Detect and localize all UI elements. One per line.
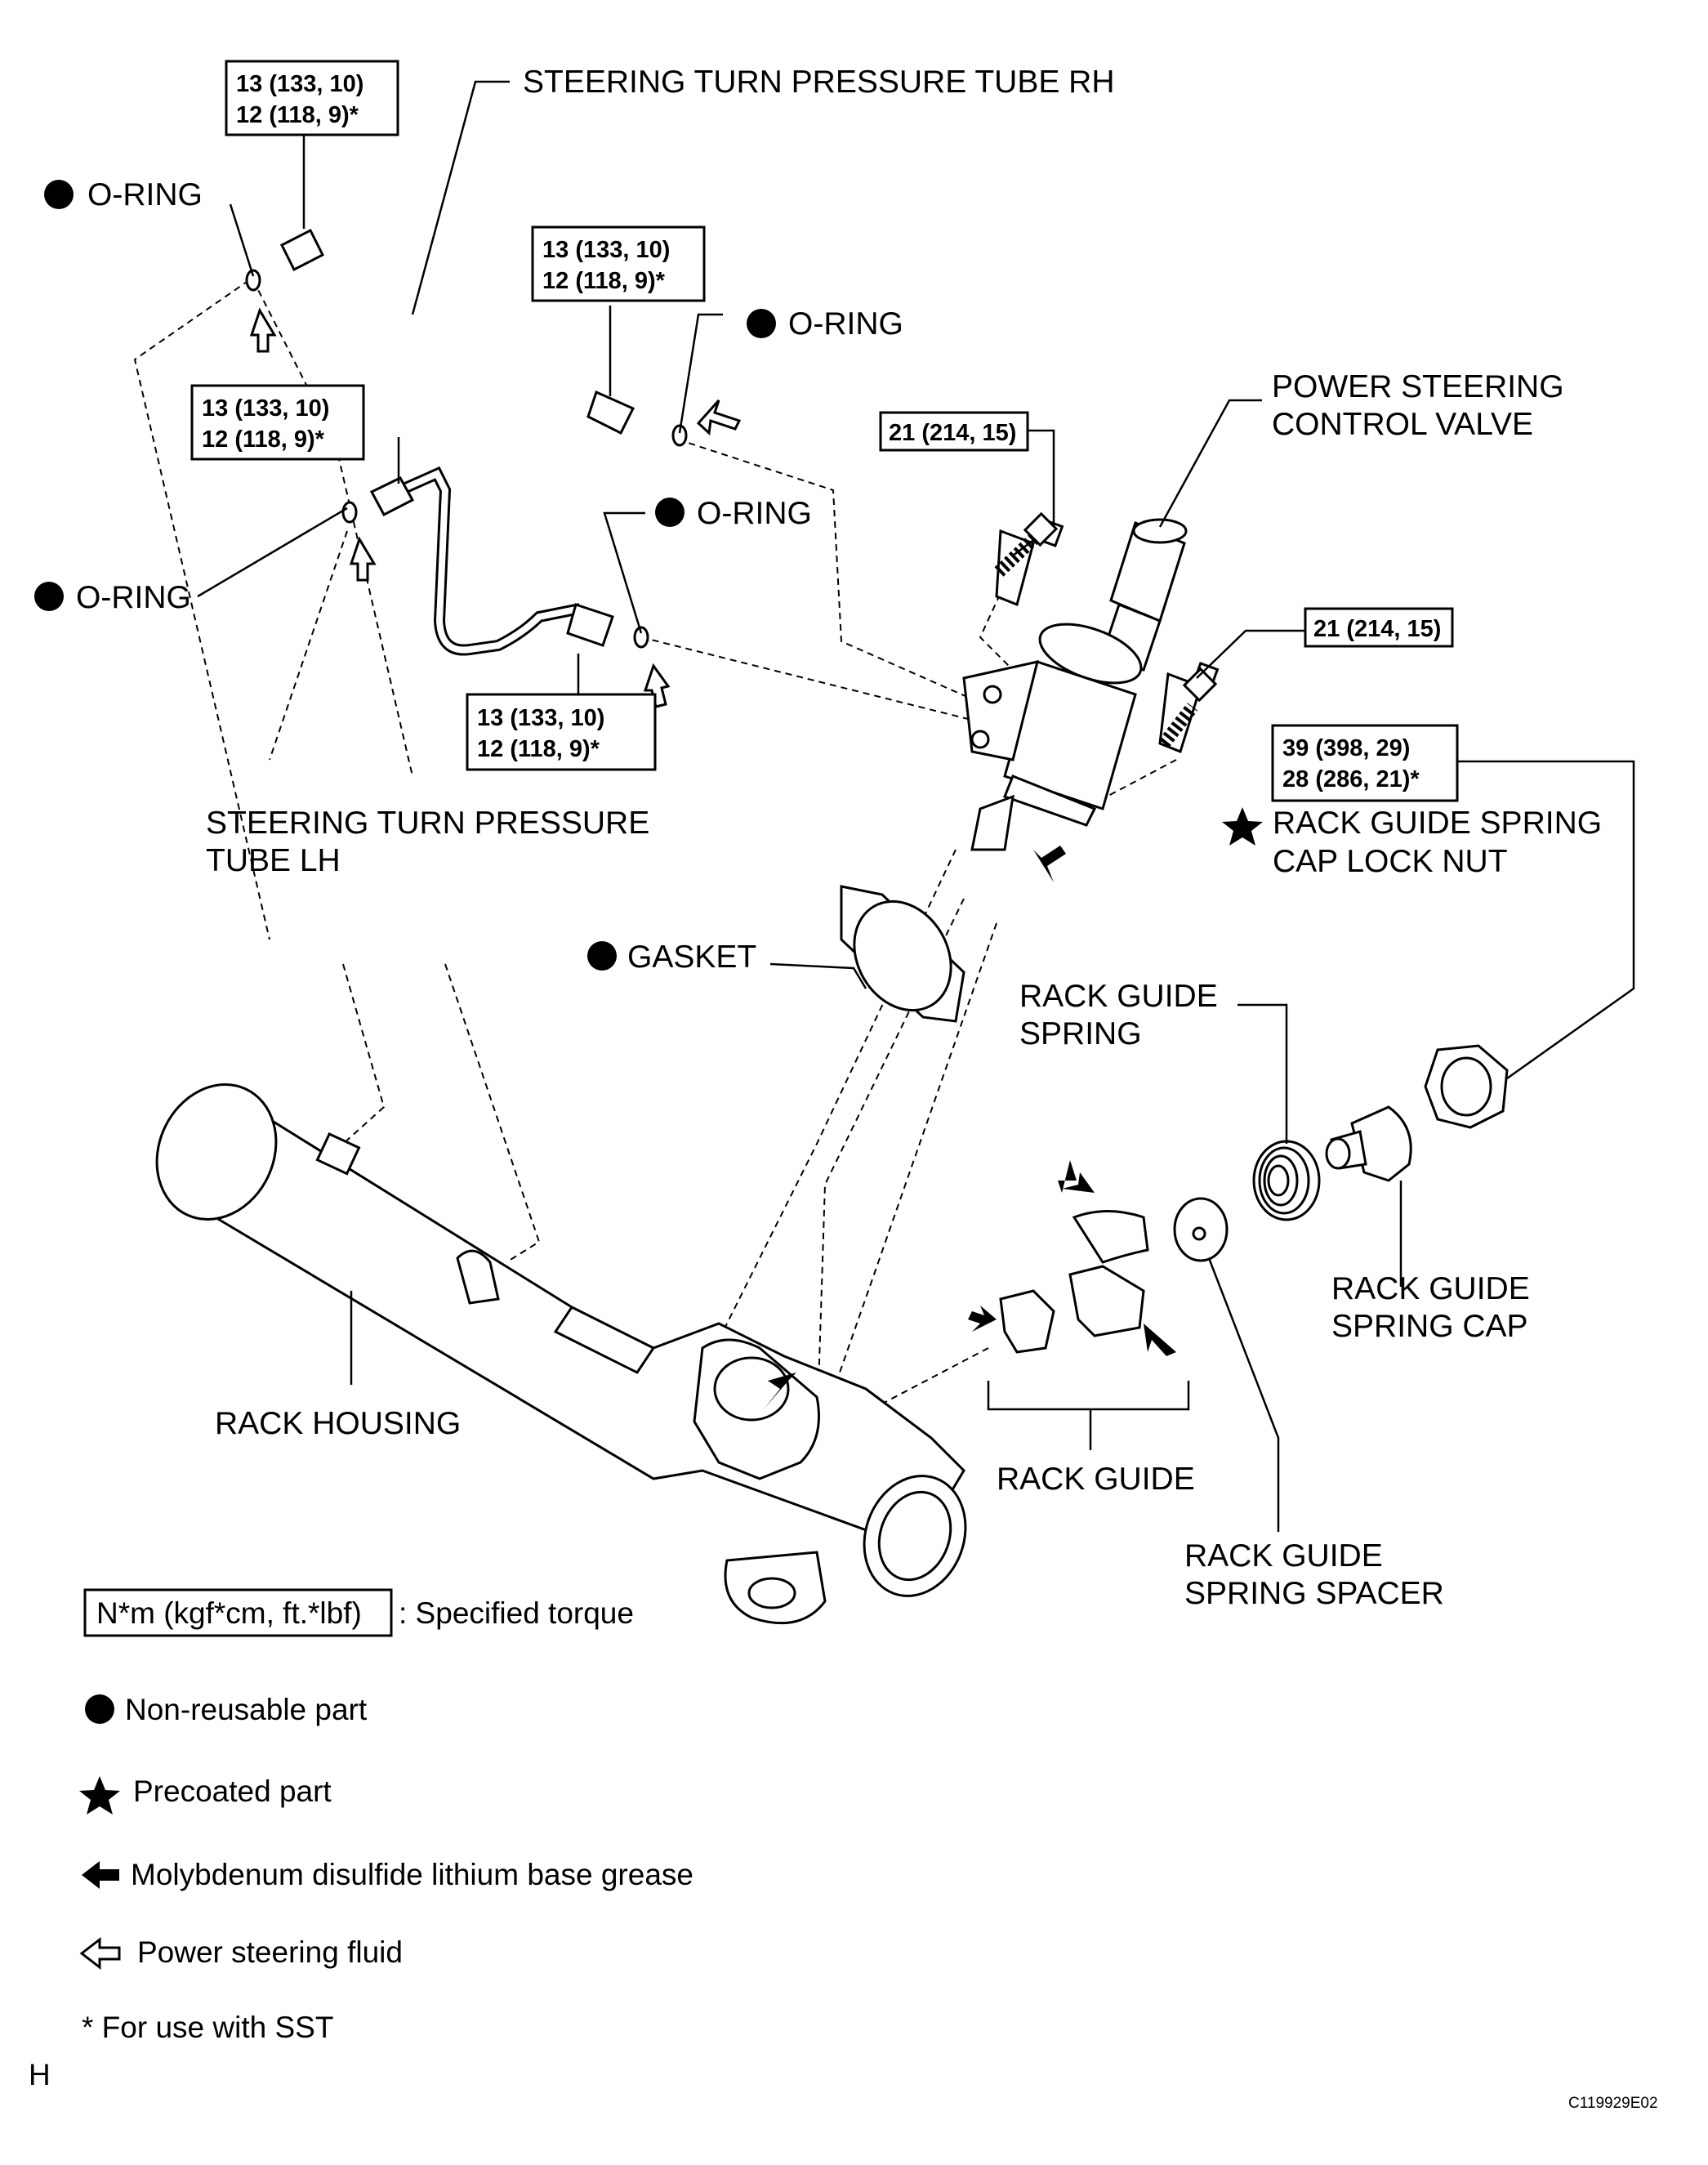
- label-rack-guide: RACK GUIDE: [997, 1462, 1195, 1497]
- legend-sst: * For use with SST: [82, 2011, 333, 2044]
- grease-arrow-icon: [82, 1861, 119, 1889]
- torque-value-sst: 12 (118, 9)*: [236, 102, 359, 128]
- bolt-lower: [1158, 667, 1218, 748]
- arrow-fluid-icon: [696, 400, 742, 436]
- legend-torque-text: : Specified torque: [399, 1596, 634, 1630]
- legend-torque-units: N*m (kgf*cm, ft.*lbf): [96, 1596, 362, 1630]
- legend-fluid: Power steering fluid: [137, 1935, 403, 1969]
- arrow-grease-icon: [1033, 846, 1066, 882]
- label-tube-lh-line2: TUBE LH: [206, 843, 341, 878]
- label-rack-housing: RACK HOUSING: [215, 1406, 461, 1441]
- label-o-ring: O-RING: [76, 580, 191, 615]
- label-cap-line1: RACK GUIDE: [1331, 1271, 1530, 1306]
- alignment-dashed-lines: [133, 279, 1177, 1439]
- legend-grease: Molybdenum disulfide lithium base grease: [131, 1858, 693, 1891]
- label-control-valve-line1: POWER STEERING: [1272, 369, 1564, 404]
- label-lock-nut-line1: RACK GUIDE SPRING: [1273, 806, 1602, 841]
- arrow-grease-icon: [1144, 1324, 1176, 1356]
- torque-spec-5: 21 (214, 15): [879, 411, 1029, 452]
- legend-precoated: Precoated part: [133, 1774, 332, 1808]
- arrow-fluid-icon: [249, 307, 277, 353]
- arrow-grease-icon: [1058, 1160, 1095, 1193]
- fluid-arrow-icon: [79, 1936, 121, 1971]
- label-lock-nut-line2: CAP LOCK NUT: [1273, 844, 1508, 879]
- torque-spec-4: 13 (133, 10) 12 (118, 9)*: [466, 693, 657, 771]
- bolt-upper: [994, 511, 1059, 577]
- gasket-part: [840, 885, 965, 1023]
- non-reusable-icon: [655, 498, 685, 527]
- torque-value: 13 (133, 10): [236, 71, 363, 97]
- legend-non-reusable: Non-reusable part: [125, 1693, 368, 1726]
- spring-spacer-part: [1173, 1197, 1229, 1262]
- rack-guide-parts: [999, 1210, 1149, 1354]
- rack-guide-spring-cap-part: [1325, 1105, 1412, 1182]
- legend-torque-box: [83, 1588, 393, 1637]
- torque-spec-7: 39 (398, 29) 28 (286, 21)*: [1271, 724, 1459, 802]
- rack-housing-part: [155, 1082, 967, 1625]
- label-spring-line1: RACK GUIDE: [1019, 979, 1218, 1014]
- leader-lines: [197, 80, 1635, 1532]
- non-reusable-icon: [747, 309, 776, 338]
- torque-spec-2: 13 (133, 10) 12 (118, 9)*: [531, 225, 706, 302]
- rack-guide-spring-part: [1252, 1140, 1321, 1221]
- torque-spec-1: 13 (133, 10) 12 (118, 9)*: [225, 60, 399, 136]
- torque-value-sst: 12 (118, 9)*: [477, 736, 600, 762]
- label-o-ring: O-RING: [87, 177, 203, 212]
- label-cap-line2: SPRING CAP: [1331, 1309, 1528, 1344]
- precoated-icon: [79, 1776, 120, 1815]
- label-gasket: GASKET: [627, 940, 756, 975]
- non-reusable-icon: [85, 1694, 114, 1724]
- non-reusable-icon: [587, 941, 617, 971]
- torque-value-sst: 28 (286, 21)*: [1282, 766, 1420, 792]
- arrow-grease-icon: [968, 1306, 997, 1332]
- label-control-valve-line2: CONTROL VALVE: [1272, 407, 1533, 442]
- power-steering-control-valve-part: [962, 518, 1220, 851]
- arrow-fluid-icon: [643, 663, 671, 708]
- steering-turn-pressure-tube-lh: [341, 466, 649, 656]
- arrow-grease-icon: [764, 1373, 796, 1409]
- label-spacer-line2: SPRING SPACER: [1184, 1576, 1444, 1611]
- corner-letter: H: [29, 2058, 51, 2091]
- torque-value: 21 (214, 15): [1313, 616, 1441, 642]
- torque-value: 39 (398, 29): [1282, 735, 1410, 761]
- torque-value: 13 (133, 10): [542, 237, 670, 263]
- label-tube-rh: STEERING TURN PRESSURE TUBE RH: [523, 65, 1115, 100]
- label-o-ring: O-RING: [788, 306, 903, 341]
- torque-value: 21 (214, 15): [889, 420, 1016, 446]
- precoated-icon: [1222, 807, 1263, 846]
- torque-value-sst: 12 (118, 9)*: [202, 426, 325, 453]
- non-reusable-icon: [34, 582, 64, 611]
- non-reusable-icon: [44, 180, 74, 209]
- torque-spec-6: 21 (214, 15): [1304, 607, 1454, 648]
- label-tube-lh-line1: STEERING TURN PRESSURE: [206, 806, 649, 841]
- arrow-fluid-icon: [349, 536, 377, 582]
- legend: N*m (kgf*cm, ft.*lbf) : Specified torque…: [79, 1588, 693, 2044]
- figure-code: C119929E02: [1568, 2095, 1658, 2112]
- torque-value-sst: 12 (118, 9)*: [542, 268, 666, 294]
- rack-guide-spring-cap-lock-nut-part: [1424, 1044, 1509, 1129]
- label-o-ring: O-RING: [697, 496, 812, 531]
- torque-value: 13 (133, 10): [477, 705, 604, 731]
- label-spring-line2: SPRING: [1019, 1016, 1142, 1051]
- label-spacer-line1: RACK GUIDE: [1184, 1538, 1383, 1574]
- torque-value: 13 (133, 10): [202, 395, 329, 422]
- torque-spec-3: 13 (133, 10) 12 (118, 9)*: [190, 384, 365, 461]
- steering-turn-pressure-tube-rh: [245, 228, 688, 447]
